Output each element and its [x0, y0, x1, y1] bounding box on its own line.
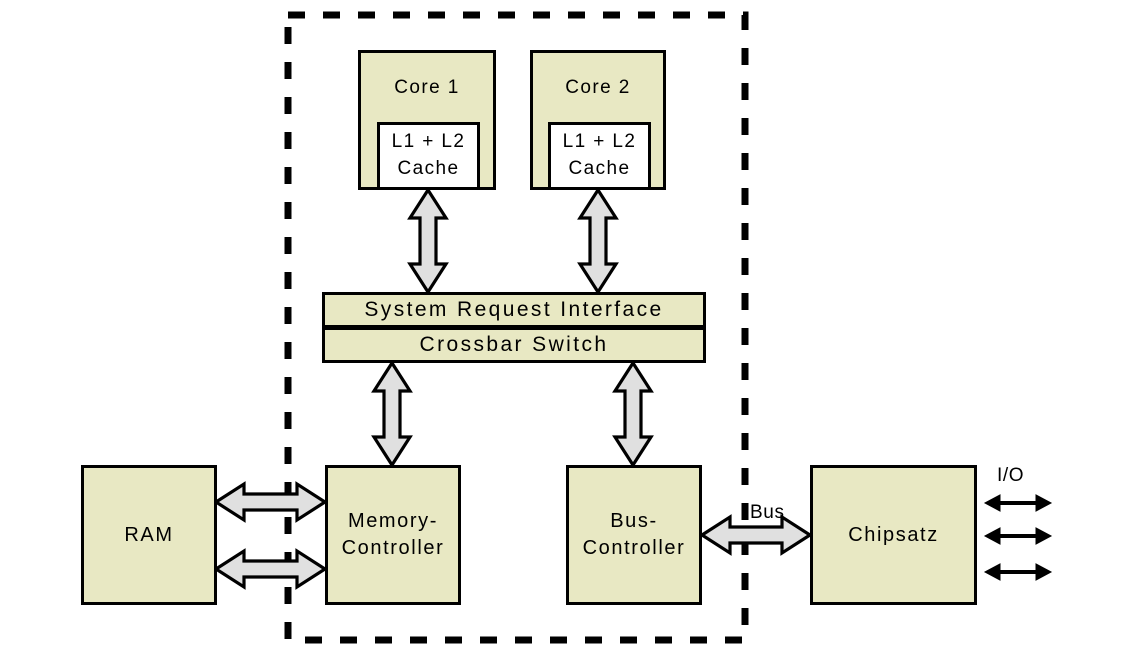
- block-chipsatz-label: Chipsatz: [848, 523, 939, 546]
- connector-ram-memory-controller-upper: [213, 481, 328, 523]
- block-ram[interactable]: RAM: [81, 465, 217, 605]
- connector-io-line-1: [983, 494, 1053, 512]
- block-ram-label: RAM: [124, 523, 174, 546]
- block-core-1-label: Core 1: [394, 77, 460, 98]
- block-bus-controller-label: Bus- Controller: [582, 510, 686, 559]
- block-cache-2-label: L1 + L2 Cache: [562, 131, 637, 179]
- block-system-request-interface[interactable]: System Request Interface: [322, 292, 706, 328]
- block-crossbar-switch-label: Crossbar Switch: [419, 332, 609, 356]
- block-cache-1[interactable]: L1 + L2 Cache: [377, 122, 480, 190]
- cpu-die-boundary: [284, 11, 749, 644]
- connector-label-bus-text: Bus: [750, 502, 785, 523]
- block-crossbar-switch[interactable]: Crossbar Switch: [322, 327, 706, 363]
- block-core-2-label: Core 2: [565, 77, 631, 98]
- connector-label-bus: Bus: [750, 502, 785, 524]
- connector-core1-sri: [407, 187, 449, 295]
- block-system-request-interface-label: System Request Interface: [364, 297, 664, 321]
- connector-label-io: I/O: [997, 465, 1024, 487]
- block-cache-1-label: L1 + L2 Cache: [391, 131, 466, 179]
- block-chipsatz[interactable]: Chipsatz: [810, 465, 977, 605]
- connector-io-line-3: [983, 563, 1053, 581]
- block-memory-controller[interactable]: Memory- Controller: [325, 465, 461, 605]
- block-bus-controller[interactable]: Bus- Controller: [566, 465, 702, 605]
- connector-ram-memory-controller-lower: [213, 548, 328, 590]
- connector-crossbar-memory-controller: [371, 360, 413, 468]
- connector-label-io-text: I/O: [997, 465, 1025, 486]
- block-cache-2[interactable]: L1 + L2 Cache: [548, 122, 651, 190]
- connector-core2-sri: [577, 187, 619, 295]
- connector-crossbar-bus-controller: [612, 360, 654, 468]
- connector-io-line-2: [983, 527, 1053, 545]
- block-memory-controller-label: Memory- Controller: [341, 510, 445, 559]
